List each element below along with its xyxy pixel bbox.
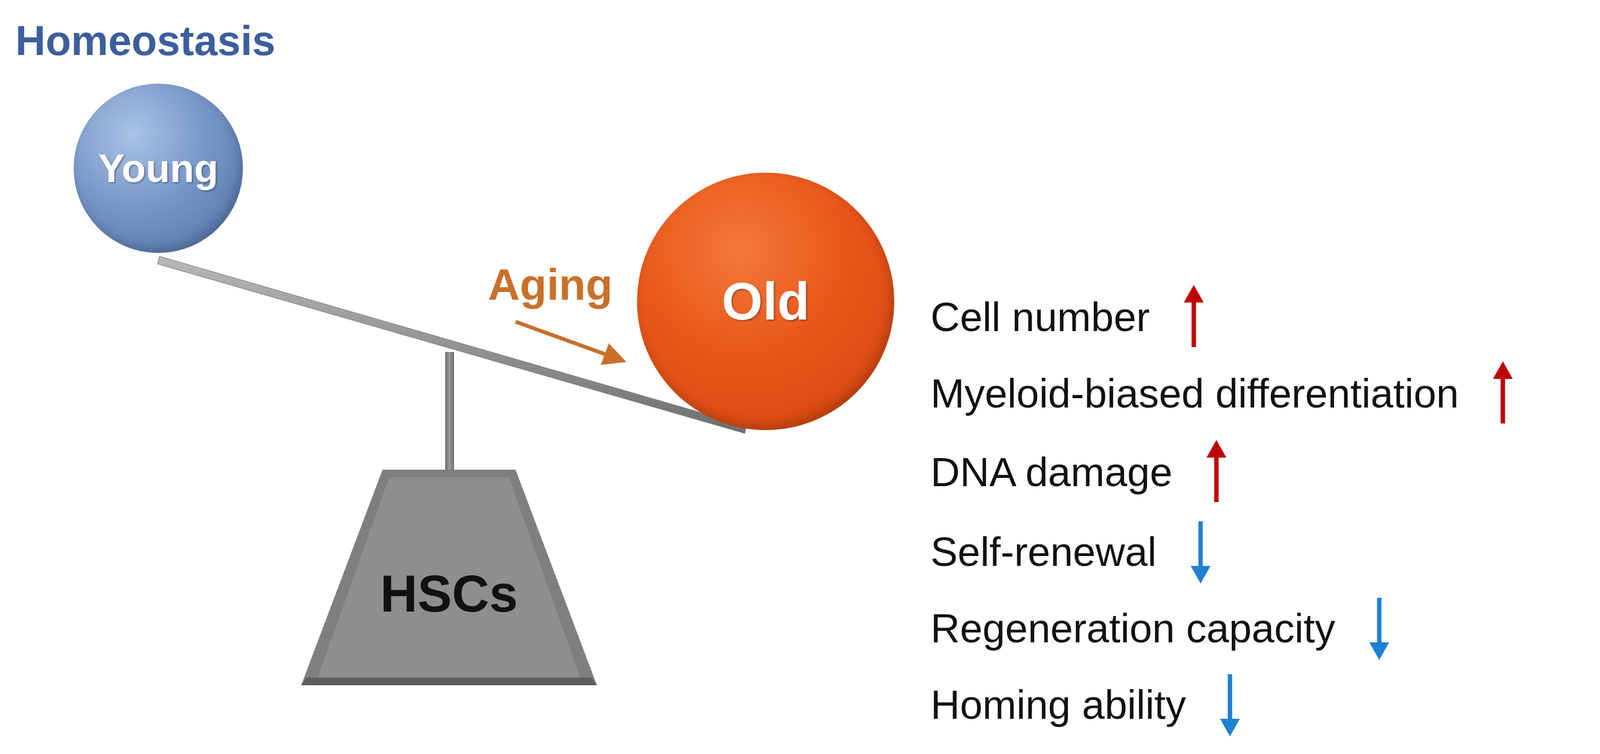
feature-label: Self-renewal	[930, 528, 1157, 575]
node-label: Old	[721, 270, 810, 332]
trend-arrow-shaft	[1214, 455, 1219, 502]
trend-arrow-head	[1492, 361, 1513, 379]
aging-arrow	[515, 321, 616, 358]
trapezoid-face	[317, 477, 581, 678]
trend-arrow-shaft	[1198, 521, 1203, 568]
feature-label: Myeloid-biased differentiation	[930, 369, 1459, 417]
trend-arrow-shaft	[1191, 300, 1197, 347]
trend-arrow-head	[1183, 284, 1204, 303]
fulcrum-post	[445, 351, 455, 473]
diagram-title: Homeostasis	[15, 16, 276, 65]
feature-label: DNA damage	[930, 448, 1173, 496]
feature-label: Regeneration capacity	[930, 604, 1336, 652]
trapezoid-body	[301, 469, 597, 685]
trend-arrow-head	[1369, 641, 1389, 660]
trend-arrow-head	[1220, 718, 1240, 736]
trend-arrow-head	[1190, 565, 1211, 584]
trapezoid-edge	[301, 677, 597, 685]
feature-label: Homing ability	[930, 681, 1187, 728]
hscs-trapezoid: HSCs	[301, 469, 597, 685]
feature-label: Cell number	[930, 293, 1150, 341]
trend-arrow-head	[1206, 439, 1227, 458]
old-circle: Old	[637, 172, 895, 430]
aging-label: Aging	[488, 259, 613, 310]
trend-arrow-shaft	[1376, 597, 1382, 645]
node-label: HSCs	[380, 563, 519, 624]
young-circle: Young	[73, 83, 243, 253]
node-label: Young	[98, 145, 219, 191]
trend-arrow-shaft	[1500, 376, 1505, 424]
trend-arrow-shaft	[1227, 673, 1233, 721]
